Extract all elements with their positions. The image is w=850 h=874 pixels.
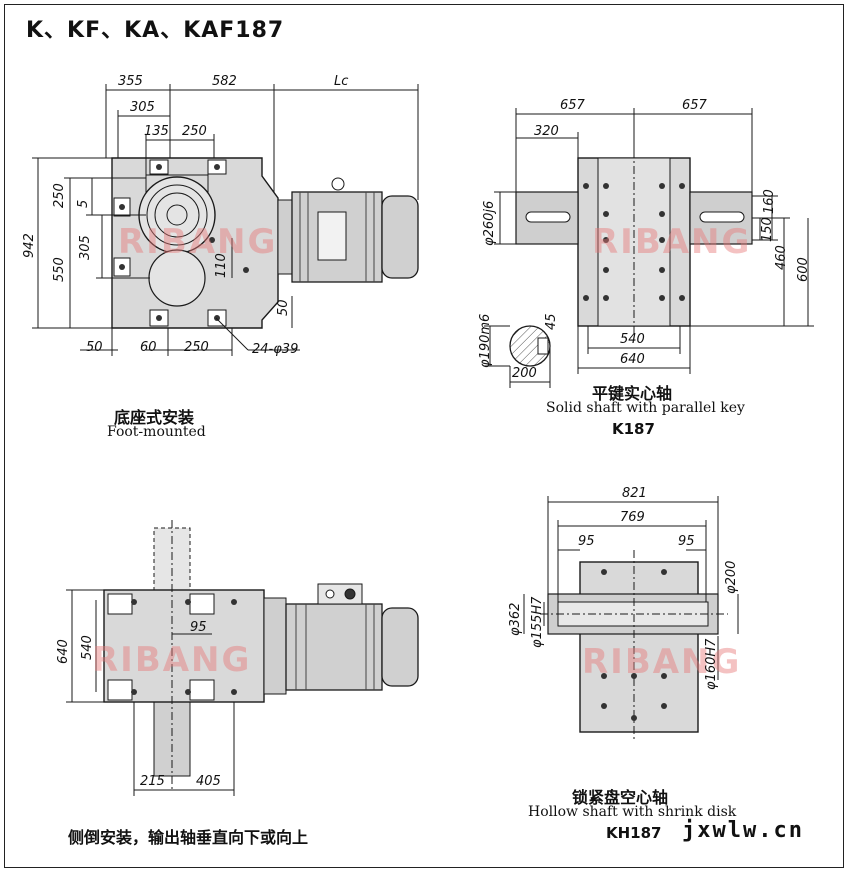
caption-solid-model: K187: [612, 420, 655, 438]
dim-50-right: 50: [276, 299, 291, 316]
dim-640-top: 640: [620, 352, 645, 367]
dim-540-side: 540: [80, 635, 95, 660]
dim-460: 460: [774, 245, 789, 270]
dim-355: 355: [118, 74, 143, 89]
side-mounted-view: [66, 520, 419, 796]
dim-phi200: φ200: [724, 560, 739, 594]
dim-250-top: 250: [182, 124, 207, 139]
dim-657-right: 657: [682, 98, 707, 113]
caption-foot-en: Foot-mounted: [107, 424, 206, 440]
caption-side-cn: 侧倒安装，输出轴垂直向下或向上: [68, 828, 309, 847]
dim-200-key: 200: [512, 366, 537, 381]
dim-150: 150: [760, 217, 775, 242]
dim-45: 45: [544, 313, 559, 330]
dim-250-side: 250: [52, 183, 67, 208]
dim-821: 821: [622, 486, 647, 501]
solid-shaft-view: [484, 108, 814, 388]
caption-foot-cn: 底座式安装: [114, 408, 195, 427]
dim-540-top: 540: [620, 332, 645, 347]
dim-50-bottom: 50: [86, 340, 103, 355]
dim-405: 405: [196, 774, 221, 789]
dim-24-phi39: 24-φ39: [252, 342, 299, 357]
dim-215: 215: [140, 774, 165, 789]
caption-hollow-cn: 锁紧盘空心轴: [572, 788, 669, 807]
watermark-4: RIBANG: [582, 642, 742, 682]
dim-95-right: 95: [678, 534, 695, 549]
dim-550: 550: [52, 257, 67, 282]
dim-600: 600: [796, 257, 811, 282]
watermark-1: RIBANG: [118, 222, 278, 262]
dim-582: 582: [212, 74, 237, 89]
dim-phi362: φ362: [508, 602, 523, 636]
dim-640-side: 640: [56, 639, 71, 664]
dim-phi155H7: φ155H7: [530, 596, 545, 648]
caption-solid-en: Solid shaft with parallel key: [546, 400, 745, 416]
watermark-3: RIBANG: [92, 640, 252, 680]
dim-320: 320: [534, 124, 559, 139]
dim-lc: Lc: [334, 74, 349, 89]
page-title: K、KF、KA、KAF187: [26, 18, 285, 43]
dim-305-top: 305: [130, 100, 155, 115]
dim-95-left: 95: [578, 534, 595, 549]
drawing-frame: [4, 4, 844, 868]
caption-solid-cn: 平键实心轴: [592, 384, 673, 403]
watermark-2: RIBANG: [592, 222, 752, 262]
dim-60: 60: [140, 340, 157, 355]
hollow-shaft-view: [523, 496, 739, 740]
caption-hollow-model: KH187: [606, 824, 662, 842]
dim-305-side: 305: [78, 235, 93, 260]
dim-250-bottom: 250: [184, 340, 209, 355]
dim-110: 110: [214, 253, 229, 278]
dim-phi260j6: φ260j6: [482, 200, 497, 246]
dim-135: 135: [144, 124, 169, 139]
site-url: jxwlw.cn: [682, 818, 804, 843]
foot-mounted-view: [32, 84, 419, 356]
caption-hollow-en: Hollow shaft with shrink disk: [528, 804, 737, 820]
dim-95-side: 95: [190, 620, 207, 635]
dim-160: 160: [762, 189, 777, 214]
dim-657-left: 657: [560, 98, 585, 113]
dim-769: 769: [620, 510, 645, 525]
dim-942: 942: [22, 233, 37, 258]
dim-phi190m6: φ190m6: [478, 313, 493, 368]
dim-phi160H7: φ160H7: [704, 638, 719, 690]
dim-5: 5: [76, 199, 91, 208]
